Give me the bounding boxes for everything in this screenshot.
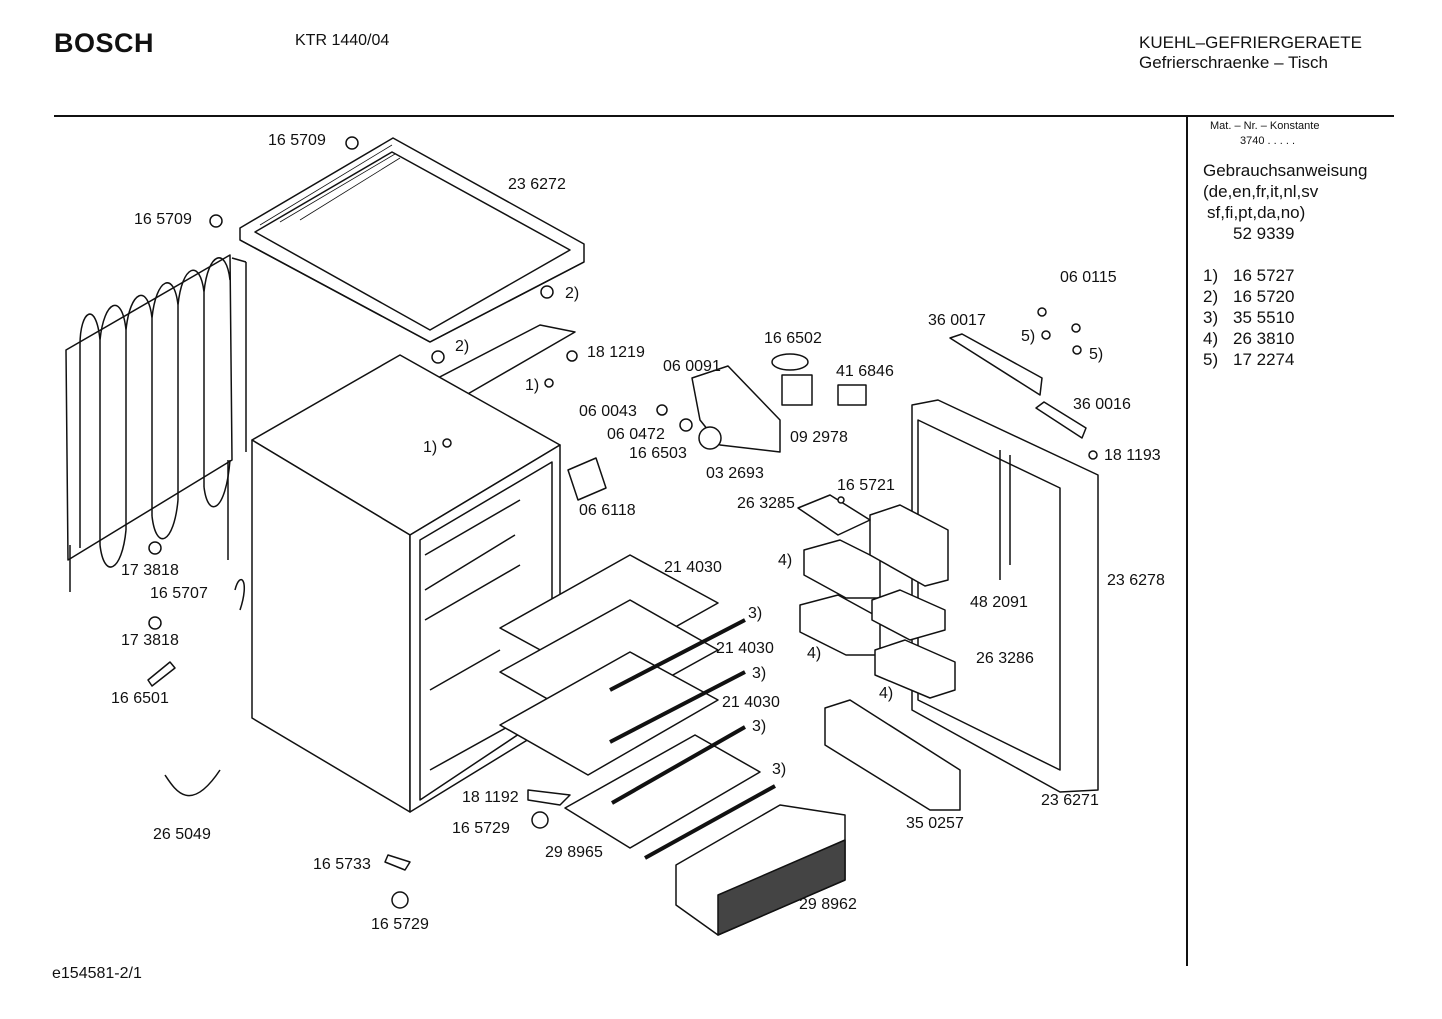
part-label: 48 2091 [970,594,1028,611]
crisper-drawer [675,804,846,936]
manual-languages: (de,en,fr,it,nl,sv [1203,182,1319,201]
note-key: 4) [1203,329,1219,348]
model-number: KTR 1440/04 [295,32,390,49]
part-label: 16 5709 [268,132,326,149]
part-label: 16 5729 [371,916,429,933]
document-id: e154581-2/1 [52,965,142,982]
glass-shelves [499,554,776,860]
part-label: 3) [748,605,763,622]
part-label: 09 2978 [790,429,848,446]
part-label: 29 8965 [545,844,603,861]
part-label: 06 0043 [579,403,637,420]
sidebar-divider [1186,116,1188,966]
condenser-coil [65,254,247,592]
part-label: 21 4030 [664,559,722,576]
manual-languages: sf,fi,pt,da,no) [1207,203,1306,222]
part-label: 26 3286 [976,650,1034,667]
part-label: 06 0472 [607,426,665,443]
part-label: 16 6501 [111,690,169,707]
manual-title: Gebrauchsanweisung [1203,161,1368,180]
note-part: 16 5720 [1233,287,1295,306]
part-label: 3) [752,718,767,735]
part-label: 16 5733 [313,856,371,873]
part-label: 21 4030 [722,694,780,711]
part-label: 4) [879,685,894,702]
door-bins [797,494,961,811]
cabinet-body [251,354,561,813]
part-label: 23 6278 [1107,572,1165,589]
mat-nr-value: 3740 . . . . . [1240,135,1296,147]
part-label: 29 8962 [799,896,857,913]
part-label: 16 5721 [837,477,895,494]
part-label: 03 2693 [706,465,764,482]
category-title: KUEHL–GEFRIERGERAETE [1139,33,1362,52]
door-rail-36-0016 [1035,401,1087,439]
part-label: 16 6502 [764,330,822,347]
part-label: 06 0115 [1060,269,1117,286]
brand-logo: BOSCH [54,28,155,58]
part-label: 3) [772,761,787,778]
part-label: 06 6118 [579,502,636,519]
part-label: 17 3818 [121,632,179,649]
note-key: 3) [1203,308,1219,327]
note-key: 5) [1203,350,1219,369]
small-parts [147,136,1098,909]
part-label: 5) [1089,346,1104,363]
note-part: 17 2274 [1233,350,1295,369]
part-label: 17 3818 [121,562,179,579]
mat-nr-label: Mat. – Nr. – Konstante [1210,120,1320,132]
part-label: 4) [778,552,793,569]
subcategory-title: Gefrierschraenke – Tisch [1139,53,1328,72]
note-part: 26 3810 [1233,329,1295,348]
part-label: 18 1193 [1104,447,1161,464]
manual-part-number: 52 9339 [1233,224,1295,243]
part-label: 36 0017 [928,312,986,329]
header-divider [54,115,1394,117]
part-label: 2) [455,338,470,355]
part-label: 41 6846 [836,363,894,380]
part-label: 5) [1021,328,1036,345]
part-label: 16 5709 [134,211,192,228]
part-label: 16 6503 [629,445,687,462]
note-part: 35 5510 [1233,308,1295,327]
top-cover [239,137,585,343]
part-label: 16 5729 [452,820,510,837]
part-label: 26 5049 [153,826,211,843]
part-label: 23 6272 [508,176,566,193]
bracket-06-6118 [567,457,607,501]
part-label: 06 0091 [663,358,721,375]
note-part: 16 5727 [1233,266,1295,285]
door-rail-36-0017 [949,333,1043,396]
part-label: 3) [752,665,767,682]
part-label: 18 1192 [462,789,519,806]
part-label: 35 0257 [906,815,964,832]
part-label: 1) [423,439,438,456]
part-label: 2) [565,285,580,302]
part-label: 4) [807,645,822,662]
part-label: 23 6271 [1041,792,1099,809]
note-key: 1) [1203,266,1219,285]
part-label: 1) [525,377,540,394]
part-label: 21 4030 [716,640,774,657]
part-label: 36 0016 [1073,396,1131,413]
part-label: 16 5707 [150,585,208,602]
thermostat-assembly [691,353,867,453]
part-label: 26 3285 [737,495,795,512]
part-label: 18 1219 [587,344,645,361]
note-key: 2) [1203,287,1219,306]
